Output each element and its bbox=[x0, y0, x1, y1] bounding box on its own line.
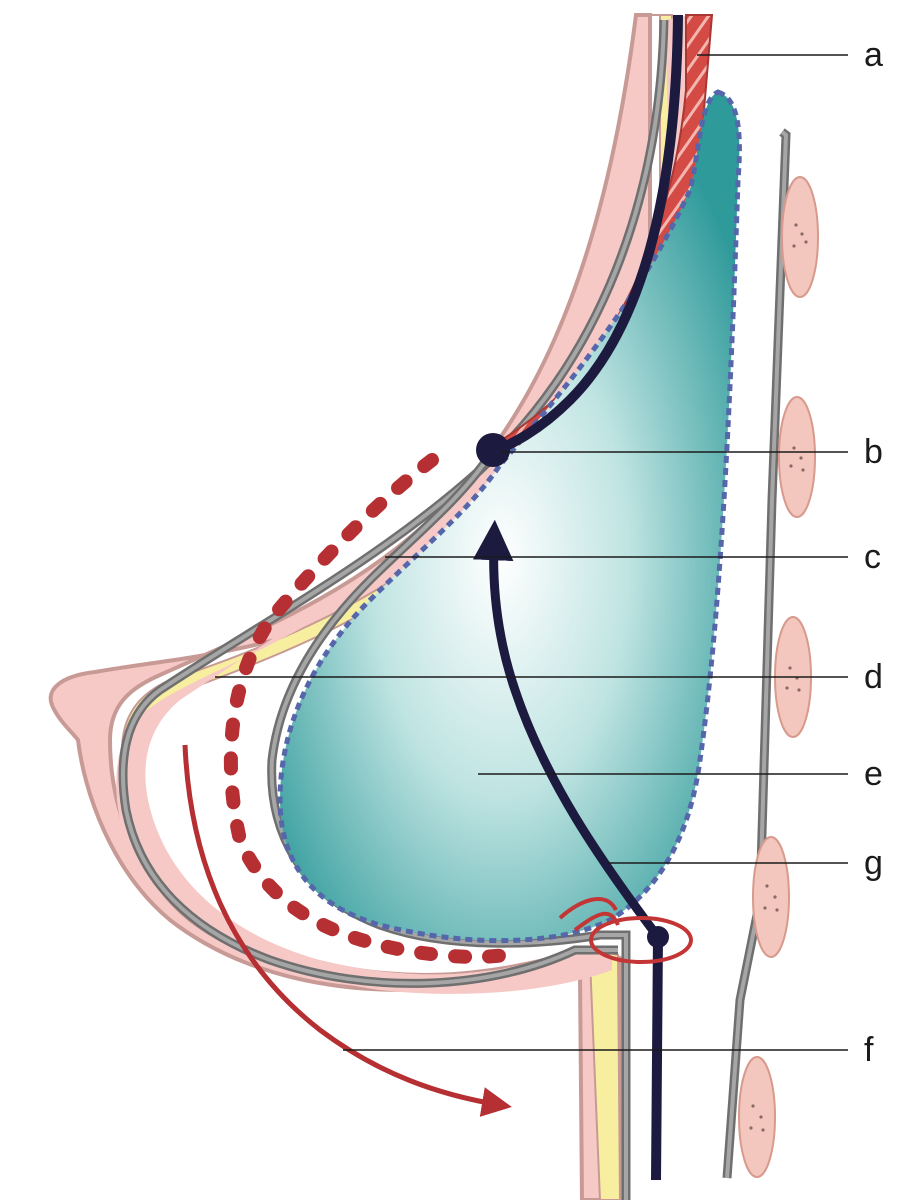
label-e: e bbox=[864, 755, 883, 793]
navy-arrow bbox=[472, 519, 662, 940]
rib bbox=[752, 836, 790, 958]
rib bbox=[778, 396, 816, 518]
implant bbox=[277, 89, 742, 944]
label-b: b bbox=[864, 433, 883, 471]
label-d: d bbox=[864, 658, 883, 696]
label-f: f bbox=[864, 1031, 874, 1069]
red-dotted-line bbox=[223, 453, 512, 964]
rib bbox=[781, 176, 819, 298]
label-c: c bbox=[864, 538, 881, 576]
suture-line-upper bbox=[488, 14, 683, 457]
deep-fascia-highlight bbox=[269, 453, 628, 1200]
suture-knot bbox=[558, 897, 620, 932]
chest-wall-line-highlight bbox=[725, 130, 789, 1179]
superficial-fascia-highlight bbox=[121, 19, 666, 986]
red-arrow bbox=[182, 744, 512, 1117]
suture-loop bbox=[589, 916, 693, 964]
suture-line-lower bbox=[651, 934, 663, 1181]
label-g: g bbox=[864, 844, 883, 882]
suture-anchor-upper bbox=[476, 433, 510, 467]
rib bbox=[738, 1056, 776, 1178]
label-a: a bbox=[864, 36, 883, 74]
